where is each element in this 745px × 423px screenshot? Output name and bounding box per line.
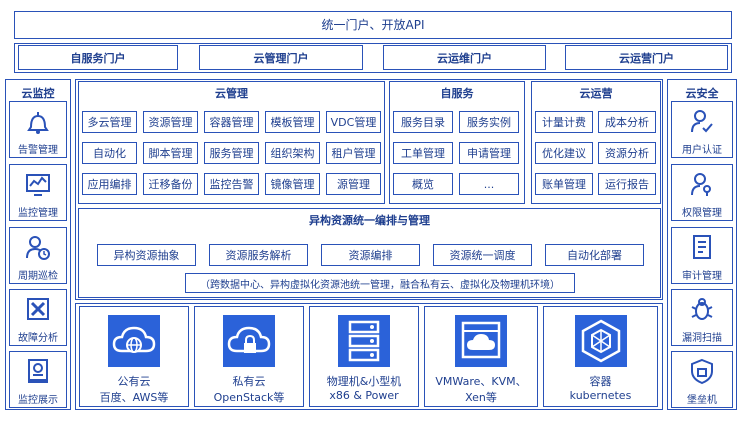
security-item-label: 用户认证 — [682, 145, 722, 156]
hetero-item-2[interactable]: 资源服务解析 — [209, 244, 308, 266]
self-service-cell-3-2[interactable]: ... — [459, 173, 519, 195]
mgmt-cell-2-1[interactable]: 自动化 — [82, 142, 137, 164]
hetero-item-3[interactable]: 资源编排 — [321, 244, 420, 266]
security-item-label: 堡垒机 — [687, 395, 717, 406]
document-icon — [693, 235, 711, 259]
display-icon — [28, 359, 48, 383]
monitor-item-3[interactable]: 周期巡检 — [9, 227, 67, 284]
cloud-lock-icon — [223, 315, 275, 367]
monitor-item-label: 周期巡检 — [18, 271, 58, 282]
operation-cell-3-2[interactable]: 运行报告 — [598, 173, 656, 195]
hetero-orchestration-title: 异构资源统一编排与管理 — [309, 214, 430, 227]
user-key-icon — [691, 173, 711, 196]
virtual-cloud-icon — [455, 315, 507, 367]
mgmt-cell-3-5[interactable]: 源管理 — [326, 173, 381, 195]
hetero-item-1[interactable]: 异构资源抽象 — [97, 244, 196, 266]
monitor-item-4[interactable]: 故障分析 — [9, 289, 67, 346]
resource-tile-line1: 公有云 — [117, 375, 151, 388]
mgmt-cell-1-5[interactable]: VDC管理 — [326, 111, 381, 133]
monitor-item-label: 监控展示 — [18, 395, 58, 406]
resource-tile-line2: 百度、AWS等 — [99, 391, 169, 404]
self-service-cell-3-1[interactable]: 概览 — [393, 173, 453, 195]
unified-portal-title: 统一门户、开放API — [321, 18, 425, 32]
mgmt-cell-3-4[interactable]: 镜像管理 — [265, 173, 320, 195]
cloud-security-title: 云安全 — [685, 87, 719, 100]
server-rack-icon — [338, 315, 390, 367]
resource-tile-2[interactable]: 私有云 OpenStack等 — [194, 306, 304, 407]
resource-tile-line1: 容器 — [589, 375, 612, 388]
monitor-item-2[interactable]: 监控管理 — [9, 164, 67, 221]
monitor-item-label: 故障分析 — [18, 333, 58, 344]
security-item-2[interactable]: 权限管理 — [671, 164, 733, 221]
operation-cell-1-2[interactable]: 成本分析 — [598, 111, 656, 133]
unified-portal-bar: 统一门户、开放API — [14, 11, 732, 39]
cloud-monitor-title: 云监控 — [21, 87, 55, 100]
operation-cell-2-2[interactable]: 资源分析 — [598, 142, 656, 164]
security-item-label: 漏洞扫描 — [682, 333, 722, 344]
cloud-globe-icon — [108, 315, 160, 367]
mgmt-cell-1-3[interactable]: 容器管理 — [204, 111, 259, 133]
hetero-item-5[interactable]: 自动化部署 — [545, 244, 644, 266]
cloud-operation-title: 云运营 — [579, 87, 613, 100]
resource-tile-line2: Xen等 — [465, 391, 497, 404]
self-service-cell-2-1[interactable]: 工单管理 — [393, 142, 453, 164]
resource-tile-line1: 私有云 — [232, 375, 266, 388]
hetero-item-4[interactable]: 资源统一调度 — [433, 244, 532, 266]
self-service-cell-1-2[interactable]: 服务实例 — [459, 111, 519, 133]
user-check-icon — [691, 110, 713, 133]
portal-self-service[interactable]: 自服务门户 — [18, 45, 178, 70]
security-item-label: 审计管理 — [682, 271, 722, 282]
mgmt-cell-1-4[interactable]: 模板管理 — [265, 111, 320, 133]
monitor-item-label: 监控管理 — [18, 208, 58, 219]
security-item-5[interactable]: 堡垒机 — [671, 351, 733, 408]
security-item-label: 权限管理 — [682, 208, 722, 219]
hetero-note: （跨数据中心、异构虚拟化资源池统一管理，融合私有云、虚拟化及物理机环境） — [185, 273, 575, 293]
monitor-item-5[interactable]: 监控展示 — [9, 351, 67, 408]
operation-cell-1-1[interactable]: 计量计费 — [535, 111, 593, 133]
mgmt-cell-3-2[interactable]: 迁移备份 — [143, 173, 198, 195]
resource-tile-1[interactable]: 公有云百度、AWS等 — [79, 306, 189, 407]
resource-tile-line2: kubernetes — [569, 389, 632, 402]
resource-tile-4[interactable]: VMWare、KVM、 Xen等 — [424, 306, 538, 407]
mgmt-cell-1-2[interactable]: 资源管理 — [143, 111, 198, 133]
portal-cloud-management[interactable]: 云管理门户 — [199, 45, 363, 70]
monitor-item-label: 告警管理 — [18, 145, 58, 156]
operation-cell-3-1[interactable]: 账单管理 — [535, 173, 593, 195]
security-item-3[interactable]: 审计管理 — [671, 227, 733, 284]
bug-icon — [691, 298, 713, 320]
security-item-4[interactable]: 漏洞扫描 — [671, 289, 733, 346]
portal-cloud-ops[interactable]: 云运维门户 — [383, 45, 546, 70]
security-item-1[interactable]: 用户认证 — [671, 101, 733, 158]
mgmt-cell-2-4[interactable]: 组织架构 — [265, 142, 320, 164]
resource-tile-line2: x86 & Power — [329, 389, 399, 402]
kubernetes-icon — [574, 315, 627, 367]
mgmt-cell-3-3[interactable]: 监控告警 — [204, 173, 259, 195]
mgmt-cell-1-1[interactable]: 多云管理 — [82, 111, 137, 133]
mgmt-cell-2-3[interactable]: 服务管理 — [204, 142, 259, 164]
mgmt-cell-3-1[interactable]: 应用编排 — [82, 173, 137, 195]
shield-icon — [691, 358, 713, 385]
portal-cloud-operation[interactable]: 云运营门户 — [565, 45, 728, 70]
self-service-title: 自服务 — [440, 87, 474, 100]
self-service-cell-1-1[interactable]: 服务目录 — [393, 111, 453, 133]
cloud-mgmt-title: 云管理 — [215, 87, 248, 100]
user-clock-icon — [26, 236, 50, 260]
resource-tile-line1: 物理机&小型机 — [326, 375, 402, 388]
fault-x-icon — [27, 298, 49, 320]
bell-icon — [27, 112, 49, 134]
resource-tile-line2: OpenStack等 — [213, 391, 285, 404]
monitor-item-1[interactable]: 告警管理 — [9, 101, 67, 158]
self-service-cell-2-2[interactable]: 申请管理 — [459, 142, 519, 164]
operation-cell-2-1[interactable]: 优化建议 — [535, 142, 593, 164]
monitor-chart-icon — [26, 174, 50, 196]
mgmt-cell-2-5[interactable]: 租户管理 — [326, 142, 381, 164]
mgmt-cell-2-2[interactable]: 脚本管理 — [143, 142, 198, 164]
resource-tile-line1: VMWare、KVM、 — [435, 375, 527, 388]
